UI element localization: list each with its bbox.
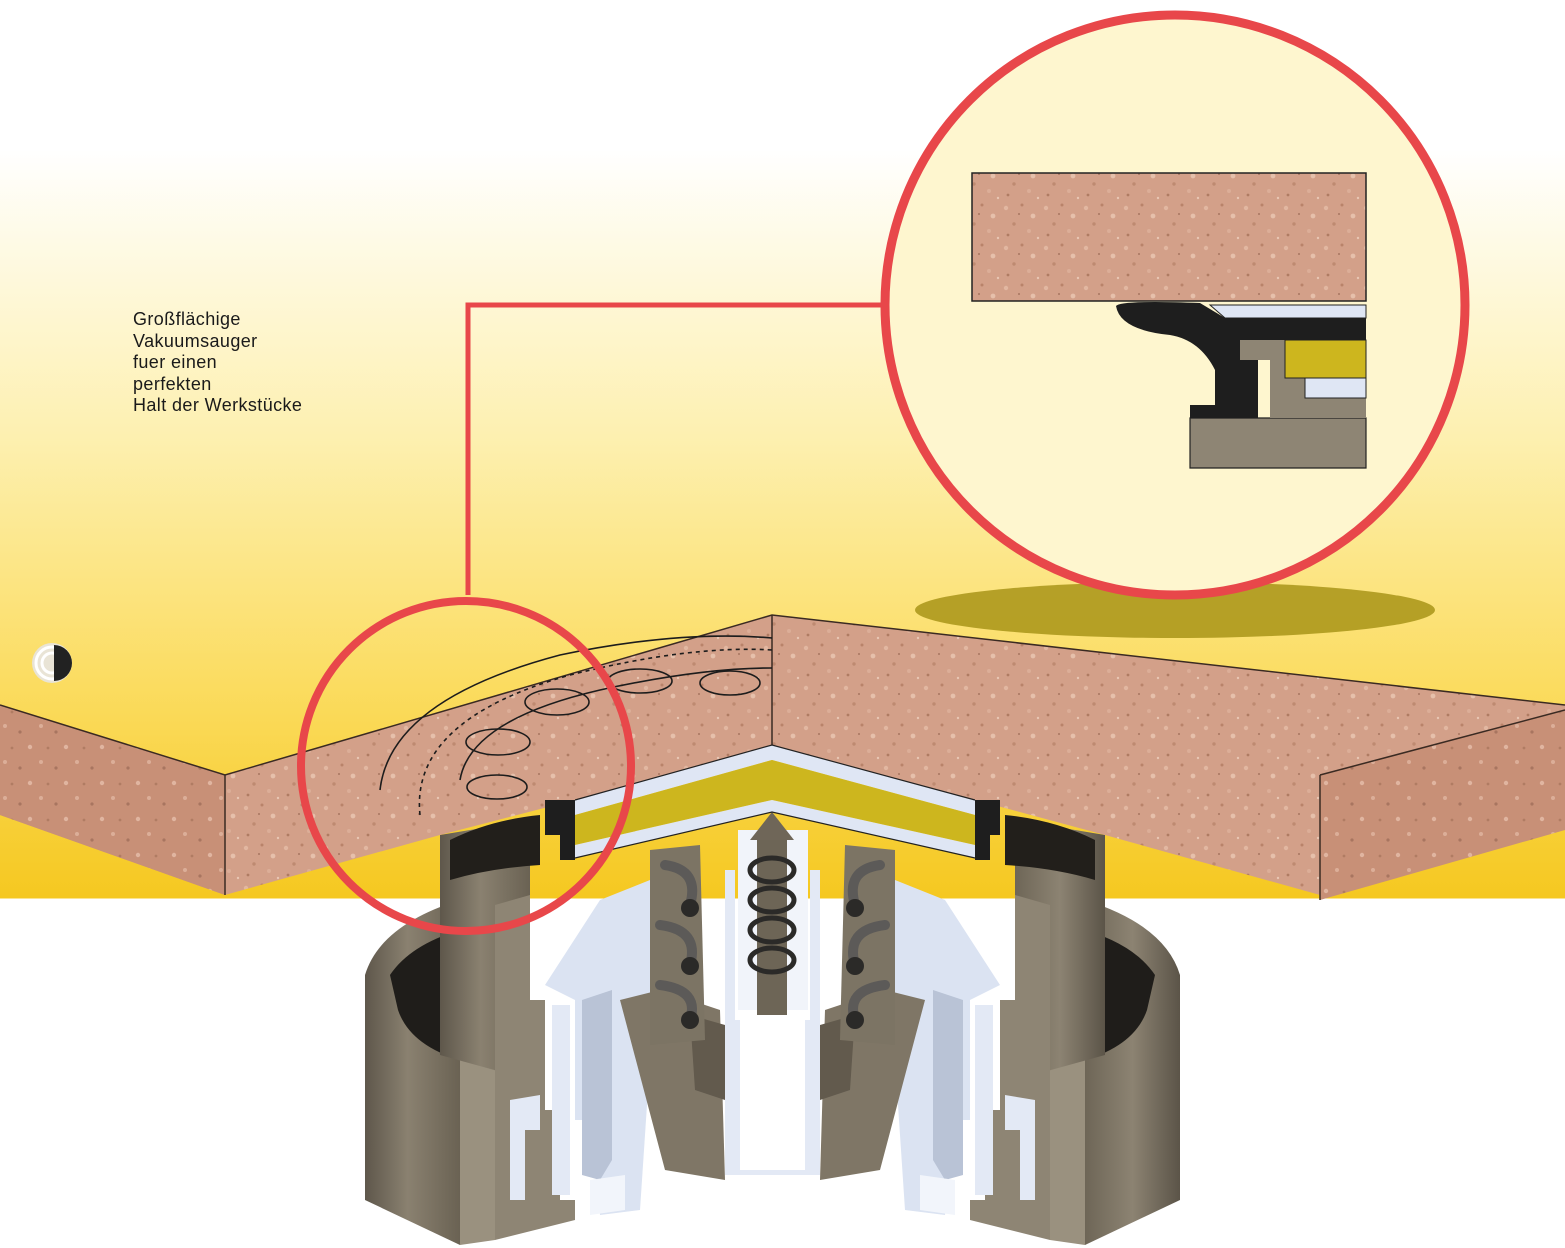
caption-line-1: Großflächige [133,309,241,329]
caption-line-2: Vakuumsauger [133,330,258,351]
caption-text: Großflächige Vakuumsauger fuer einen per… [133,309,393,417]
suction-plate-outline [379,635,773,816]
caption-line-4: perfekten [133,373,212,394]
magnified-seal-detail [971,172,1367,469]
callout-source-ring [297,597,635,935]
suction-cup-housing [365,812,1180,1245]
spiral-marker-icon [32,643,72,683]
caption-line-5: Halt der Werkstücke [133,395,303,415]
detail-callout [297,10,1470,935]
callout-shadow [915,582,1435,638]
caption-line-3: fuer einen [133,352,218,372]
callout-leader-line [465,302,890,595]
